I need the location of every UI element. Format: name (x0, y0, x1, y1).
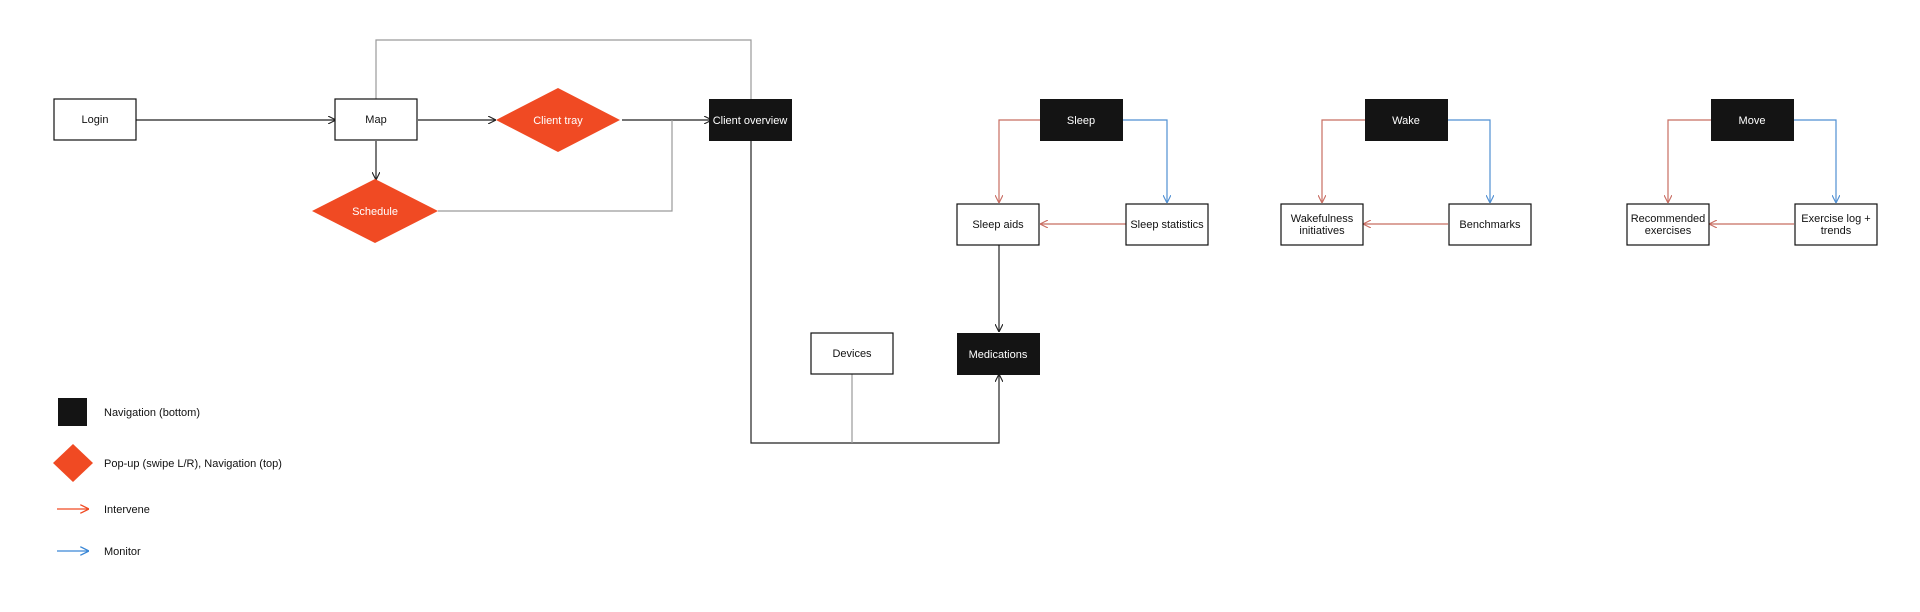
edge-wake-benchmarks (1448, 119, 1490, 203)
connectors (136, 39, 1836, 444)
edge-move-recommended (1668, 119, 1711, 203)
legend-intervene-label: Intervene (104, 504, 150, 516)
node-devices-label: Devices (832, 348, 872, 360)
node-sleep: Sleep (1040, 99, 1123, 141)
node-client-tray: Client tray (496, 88, 620, 152)
node-sleep-label: Sleep (1067, 115, 1095, 127)
legend-popup: Pop-up (swipe L/R), Navigation (top) (53, 444, 282, 482)
node-schedule: Schedule (312, 179, 438, 243)
legend-popup-label: Pop-up (swipe L/R), Navigation (top) (104, 458, 282, 470)
edge-move-exercise-log (1793, 119, 1836, 203)
node-exercise-log-trends: Exercise log + trends (1794, 203, 1878, 246)
node-wakefulness-initiatives: Wakefulness initiatives (1280, 203, 1364, 246)
edge-overview-medications (750, 141, 999, 444)
edge-wake-wakefulness (1322, 119, 1365, 203)
node-login-label: Login (82, 114, 109, 126)
node-exercise-log-label-line2: trends (1821, 225, 1852, 237)
node-devices: Devices (810, 332, 894, 375)
node-medications-label: Medications (969, 349, 1028, 361)
legend-nav: Navigation (bottom) (58, 398, 200, 426)
node-sleep-statistics: Sleep statistics (1125, 203, 1209, 246)
edge-map-overview-loop (375, 39, 752, 99)
node-move: Move (1711, 99, 1794, 141)
node-sleep-aids: Sleep aids (956, 203, 1040, 246)
node-exercise-log-label-line1: Exercise log + (1801, 213, 1870, 225)
node-client-tray-label: Client tray (533, 115, 583, 127)
legend-nav-label: Navigation (bottom) (104, 407, 200, 419)
node-benchmarks: Benchmarks (1448, 203, 1532, 246)
legend: Navigation (bottom) Pop-up (swipe L/R), … (53, 398, 282, 558)
edge-sleep-sleep-statistics (1123, 119, 1167, 203)
node-client-overview-label: Client overview (713, 115, 788, 127)
node-client-overview: Client overview (709, 99, 792, 141)
node-wake-label: Wake (1392, 115, 1420, 127)
node-benchmarks-label: Benchmarks (1459, 219, 1521, 231)
node-recommended-label-line2: exercises (1645, 225, 1692, 237)
edge-schedule-return (438, 120, 673, 212)
node-map: Map (334, 98, 418, 141)
node-sleep-statistics-label: Sleep statistics (1130, 219, 1204, 231)
node-move-label: Move (1739, 115, 1766, 127)
node-recommended-exercises: Recommended exercises (1626, 203, 1710, 246)
edge-sleep-sleep-aids (999, 119, 1040, 203)
legend-nav-swatch (58, 398, 87, 426)
node-map-label: Map (365, 114, 386, 126)
node-schedule-label: Schedule (352, 206, 398, 218)
legend-popup-swatch (53, 444, 93, 482)
legend-monitor-label: Monitor (104, 546, 141, 558)
node-sleep-aids-label: Sleep aids (972, 219, 1024, 231)
legend-monitor: Monitor (57, 546, 141, 558)
node-recommended-label-line1: Recommended (1631, 213, 1706, 225)
node-wakefulness-label-line2: initiatives (1299, 225, 1345, 237)
node-wake: Wake (1365, 99, 1448, 141)
node-wakefulness-label-line1: Wakefulness (1291, 213, 1354, 225)
node-medications: Medications (957, 333, 1040, 375)
node-login: Login (53, 98, 137, 141)
legend-intervene: Intervene (57, 504, 150, 516)
